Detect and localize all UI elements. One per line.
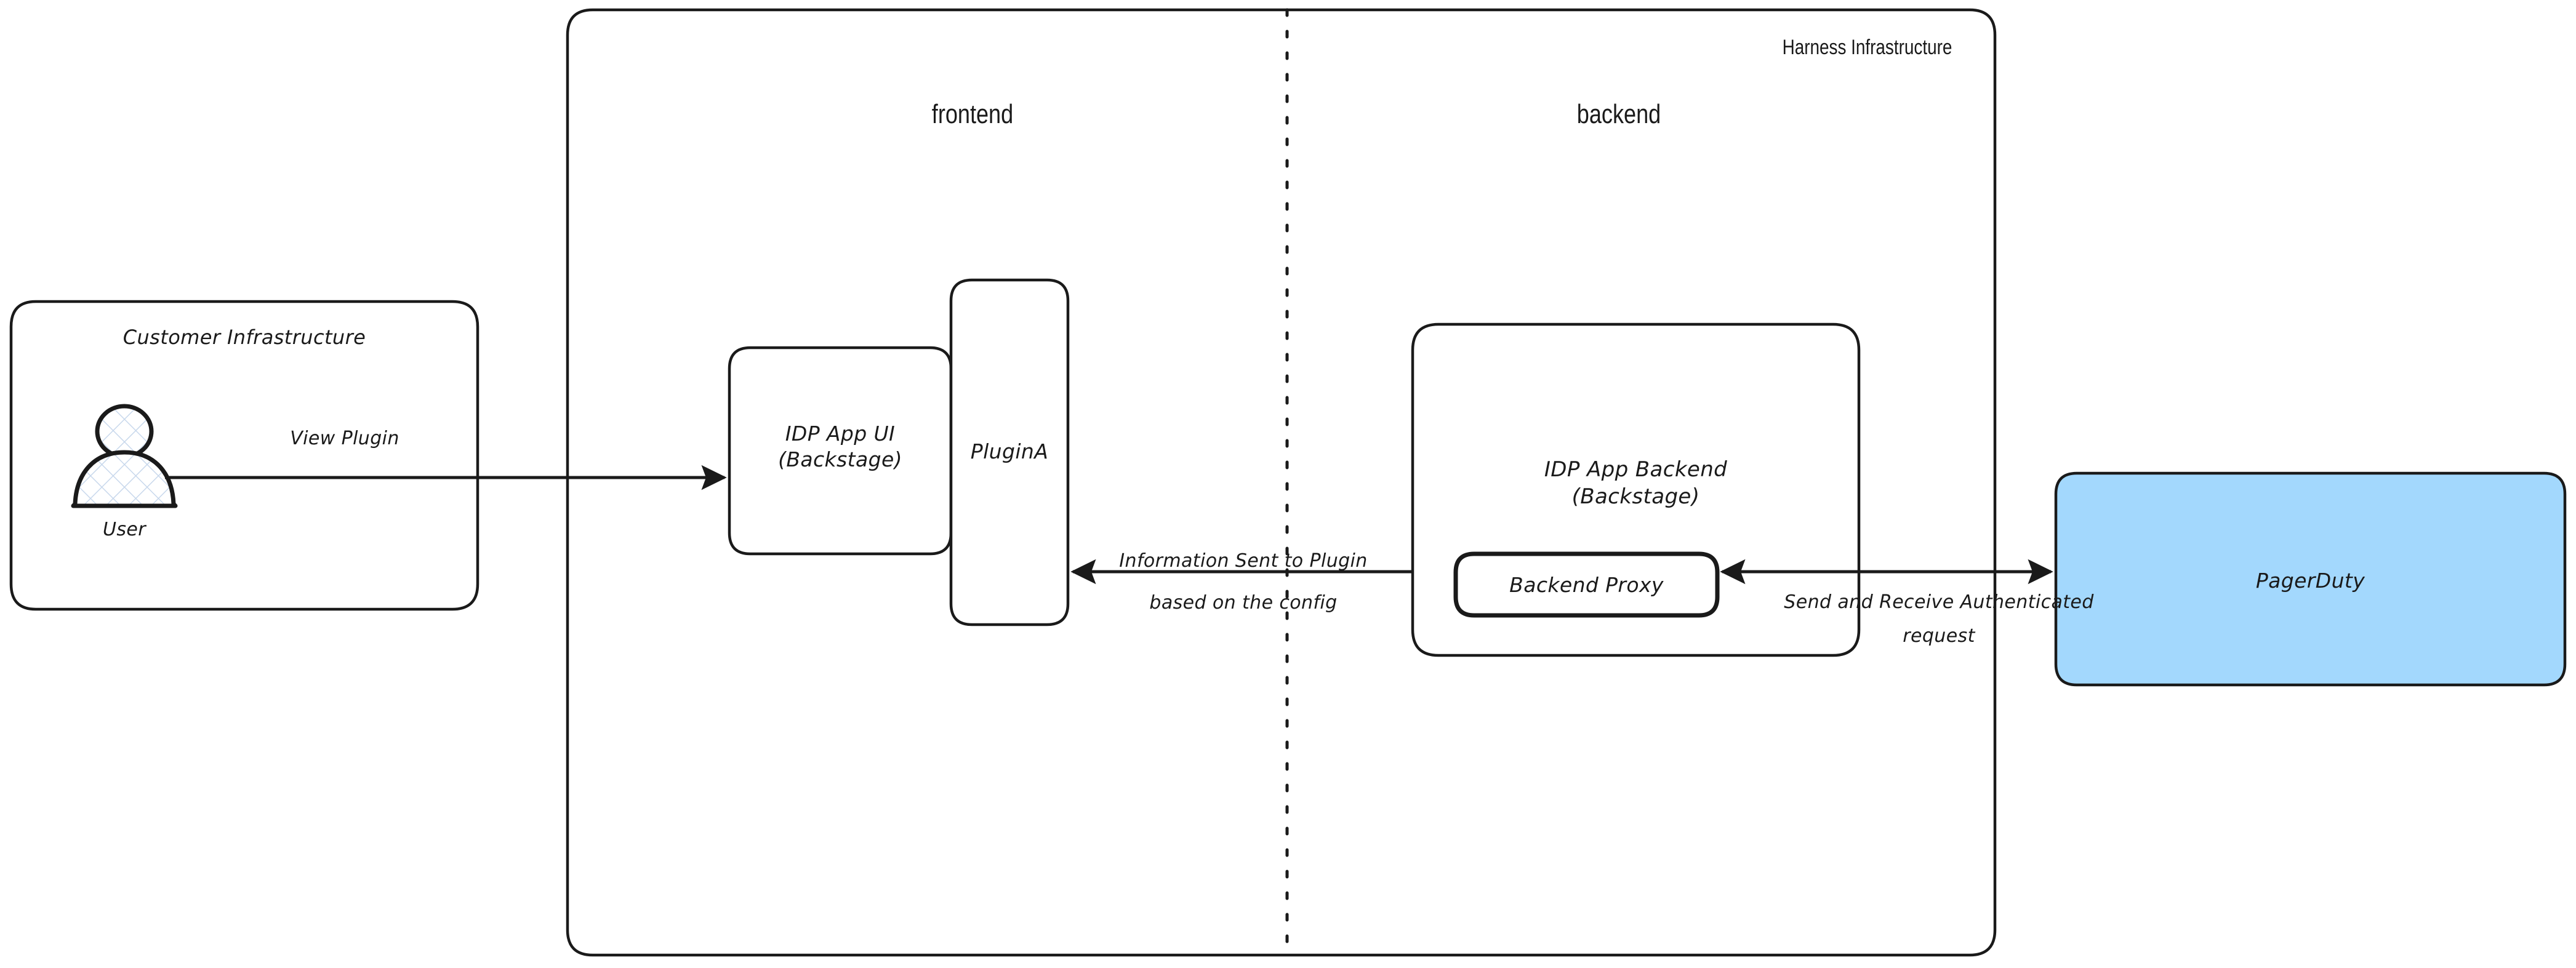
customer-infrastructure-container [9, 300, 479, 611]
backend-proxy-node [1453, 551, 1720, 618]
plugin-a-node [949, 278, 1070, 626]
pagerduty-node [2054, 471, 2567, 687]
actor-icon [71, 404, 178, 508]
harness-infrastructure-container [566, 8, 1997, 957]
idp-app-ui-node [728, 346, 953, 556]
